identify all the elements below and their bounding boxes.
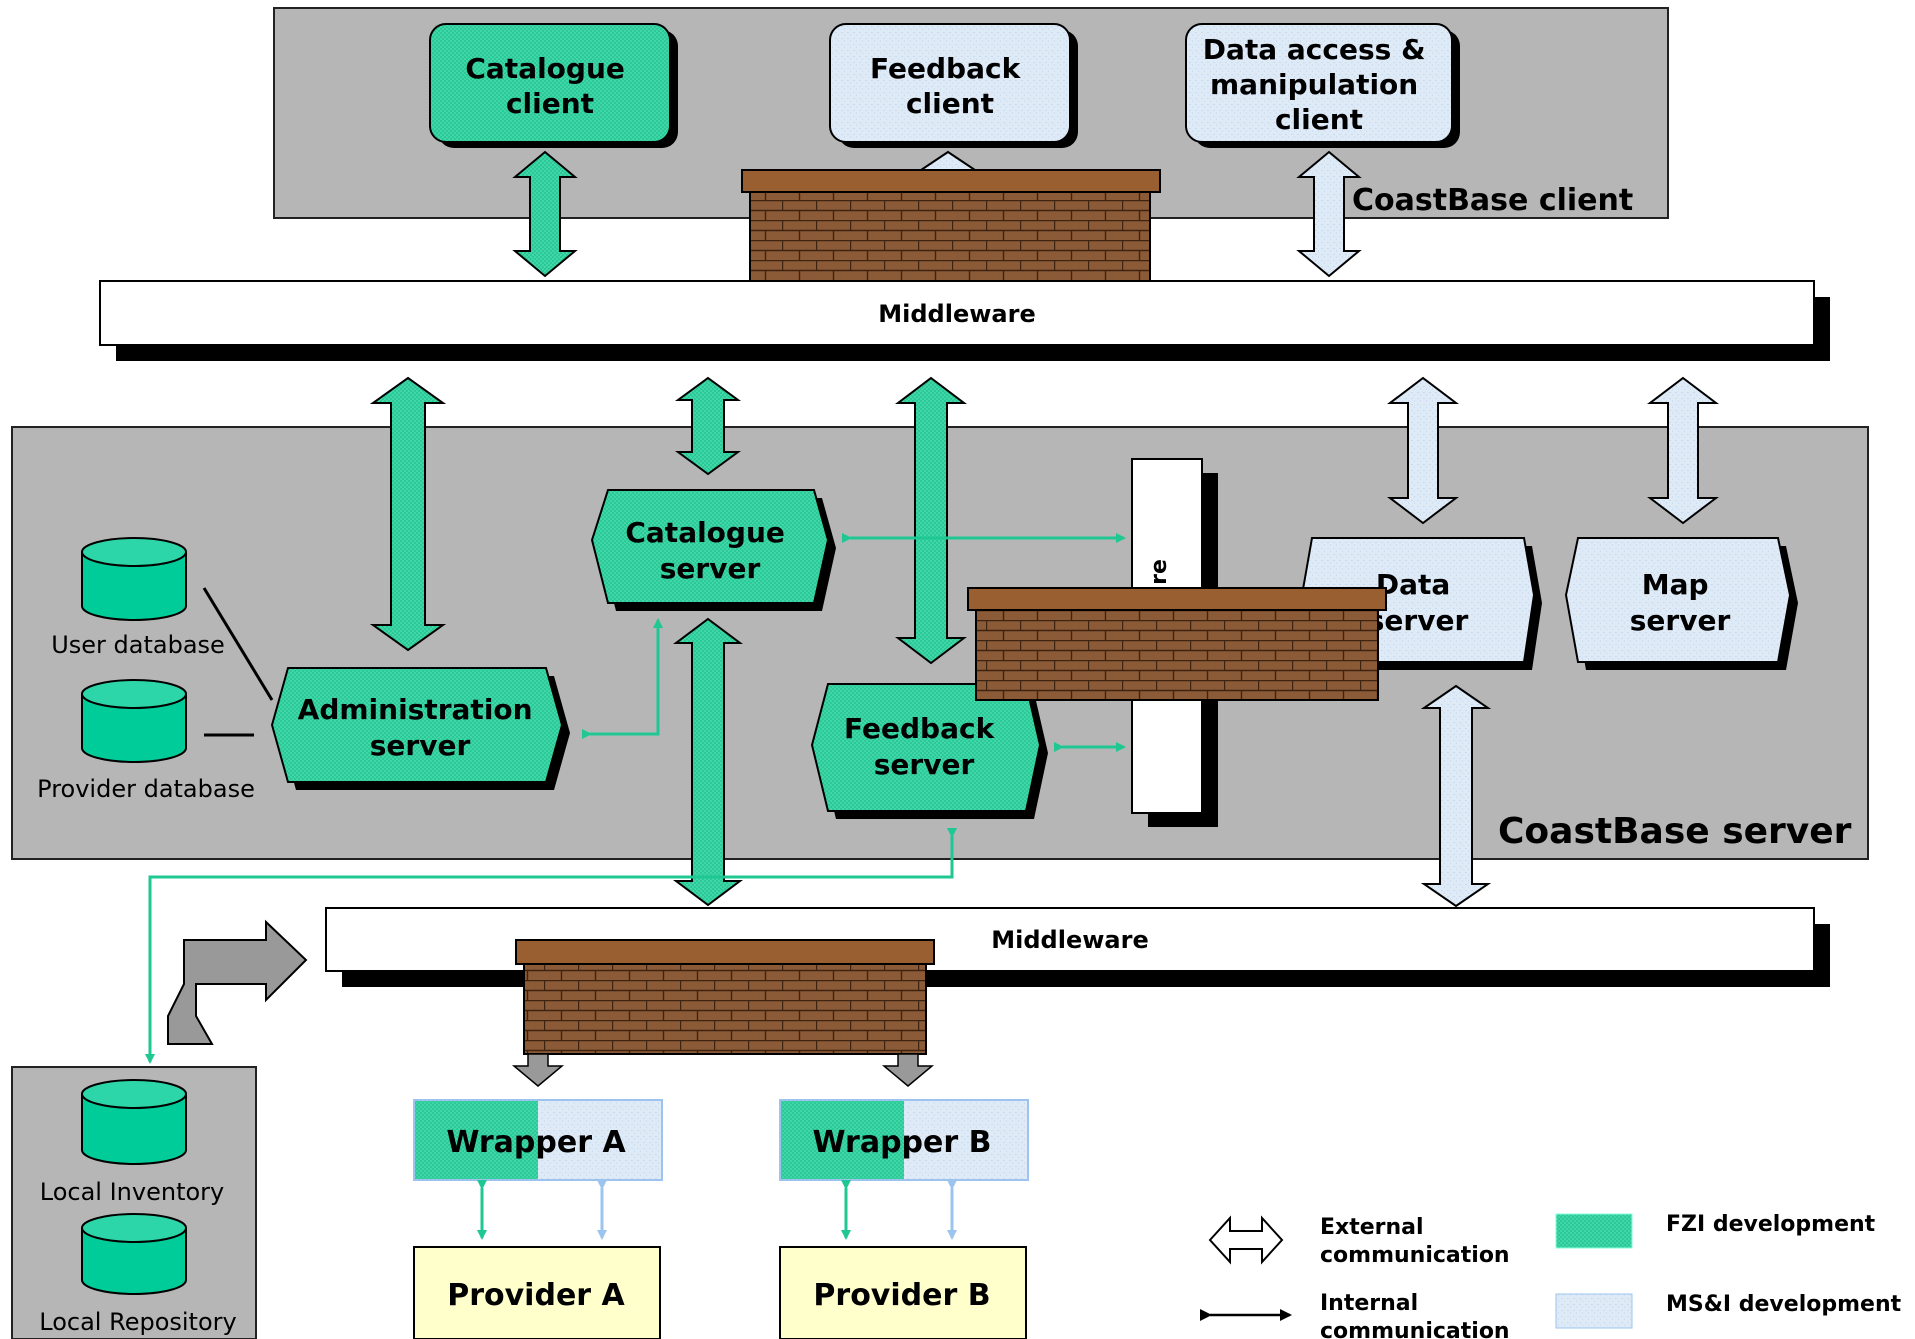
- administration-server-box[interactable]: Administration server: [270, 667, 570, 790]
- provider-a-box[interactable]: Provider A: [413, 1246, 661, 1339]
- admin-server-middleware-arrow: [369, 376, 447, 652]
- svg-text:Map server: Map server: [1630, 568, 1731, 637]
- top-middleware-label: Middleware: [878, 300, 1035, 328]
- feedback-server-line-2: server: [874, 748, 975, 781]
- catalogue-client-line-1: Catalogue: [465, 52, 625, 85]
- catalogue-server-line-1: Catalogue: [625, 516, 785, 549]
- map-server-box[interactable]: Map server: [1564, 537, 1798, 670]
- catalogue-server-line-2: server: [660, 552, 761, 585]
- legend-external-arrow-icon: [1208, 1215, 1284, 1265]
- feedback-server-middleware-arrow: [895, 376, 967, 665]
- catalogue-server-middleware-arrow: [674, 376, 742, 476]
- svg-text:Internal communication: Internal communication: [1320, 1291, 1510, 1339]
- map-server-line-2: server: [1630, 604, 1731, 637]
- local-repository-label: Local Repository: [39, 1308, 236, 1336]
- local-inventory-database: Local Inventory: [40, 1079, 224, 1206]
- administration-server-line-1: Administration: [298, 693, 533, 726]
- svg-text:Data access & manipulati: Data access & manipulation client: [1203, 33, 1436, 136]
- vertical-middleware-label: re: [1147, 559, 1172, 585]
- local-storage-middleware-arrow: [167, 919, 308, 1045]
- svg-text:Catalogue client: Catalogue client: [465, 52, 634, 120]
- top-middleware-bar[interactable]: Middleware: [99, 280, 1830, 361]
- feedback-server-line-1: Feedback: [844, 712, 996, 745]
- data-access-client-line-3: client: [1275, 103, 1363, 136]
- catalogue-client-middleware-arrow: [512, 150, 578, 278]
- data-access-client-middleware-arrow: [1296, 150, 1362, 278]
- wrapper-a-label: Wrapper A: [446, 1125, 626, 1160]
- catalogue-server-box[interactable]: Catalogue server: [590, 489, 836, 611]
- provider-b-box[interactable]: Provider B: [779, 1246, 1027, 1339]
- middleware-to-wrapper-a-arrow: [511, 1053, 565, 1087]
- top-firewall: [741, 169, 1161, 282]
- svg-text:Feedback server: Feedback server: [844, 712, 1004, 781]
- middleware-to-wrapper-b-arrow: [881, 1053, 935, 1087]
- data-access-client-line-1: Data access &: [1203, 33, 1426, 66]
- data-access-client-box[interactable]: Data access & manipulation client: [1185, 23, 1460, 148]
- wrapper-b-label: Wrapper B: [812, 1125, 991, 1160]
- user-database-label: User database: [51, 631, 225, 659]
- wrapper-b-box[interactable]: Wrapper B: [779, 1099, 1029, 1181]
- legend-internal-line-1: Internal: [1320, 1291, 1418, 1316]
- admin-to-catalogue-arrow: [582, 618, 663, 739]
- server-firewall: [967, 587, 1387, 701]
- user-db-admin-link: [202, 587, 274, 701]
- local-inventory-label: Local Inventory: [40, 1178, 224, 1206]
- coastbase-server-title: CoastBase server: [1498, 811, 1852, 852]
- catalogue-client-box[interactable]: Catalogue client: [429, 23, 678, 148]
- legend-external-line-1: External: [1320, 1215, 1424, 1240]
- feedback-client-box[interactable]: Feedback client: [829, 23, 1078, 148]
- svg-text:External communication: External communication: [1320, 1215, 1510, 1268]
- legend-internal-line-2: communication: [1320, 1319, 1510, 1339]
- wrapper-a-box[interactable]: Wrapper A: [413, 1099, 663, 1181]
- legend-msi-swatch: [1555, 1293, 1633, 1329]
- legend-msi-label: MS&I development: [1666, 1292, 1902, 1317]
- svg-text:Administration server: Administration server: [298, 693, 543, 762]
- legend-fzi-swatch: [1555, 1213, 1633, 1249]
- svg-text:Feedback client: Feedback client: [870, 52, 1030, 120]
- provider-database: Provider database: [37, 679, 255, 803]
- provider-b-label: Provider B: [813, 1278, 990, 1313]
- coastbase-client-title: CoastBase client: [1352, 183, 1633, 218]
- administration-server-line-2: server: [370, 729, 471, 762]
- feedback-client-line-1: Feedback: [870, 52, 1022, 85]
- legend-fzi-label: FZI development: [1666, 1212, 1876, 1237]
- bottom-firewall: [515, 939, 935, 1055]
- svg-text:Catalogue server: Catalogue server: [625, 516, 794, 585]
- provider-database-label: Provider database: [37, 775, 255, 803]
- legend-external-line-2: communication: [1320, 1243, 1510, 1268]
- feedback-client-line-2: client: [906, 87, 994, 120]
- data-server-line-1: Data: [1376, 568, 1450, 601]
- data-server-bottom-middleware-arrow: [1420, 684, 1492, 908]
- legend: External communication Internal communic…: [1200, 1212, 1902, 1339]
- data-access-client-line-2: manipulation: [1210, 68, 1418, 101]
- catalogue-client-line-2: client: [506, 87, 594, 120]
- map-server-line-1: Map: [1642, 568, 1709, 601]
- bottom-middleware-label: Middleware: [991, 926, 1148, 954]
- user-database: User database: [51, 537, 225, 659]
- feedback-local-storage-link: [145, 828, 957, 1064]
- local-repository-database: Local Repository: [39, 1213, 237, 1336]
- provider-a-label: Provider A: [447, 1278, 625, 1313]
- data-server-middleware-arrow: [1387, 376, 1459, 525]
- map-server-middleware-arrow: [1647, 376, 1719, 525]
- feedback-server-box[interactable]: Feedback server: [810, 683, 1048, 819]
